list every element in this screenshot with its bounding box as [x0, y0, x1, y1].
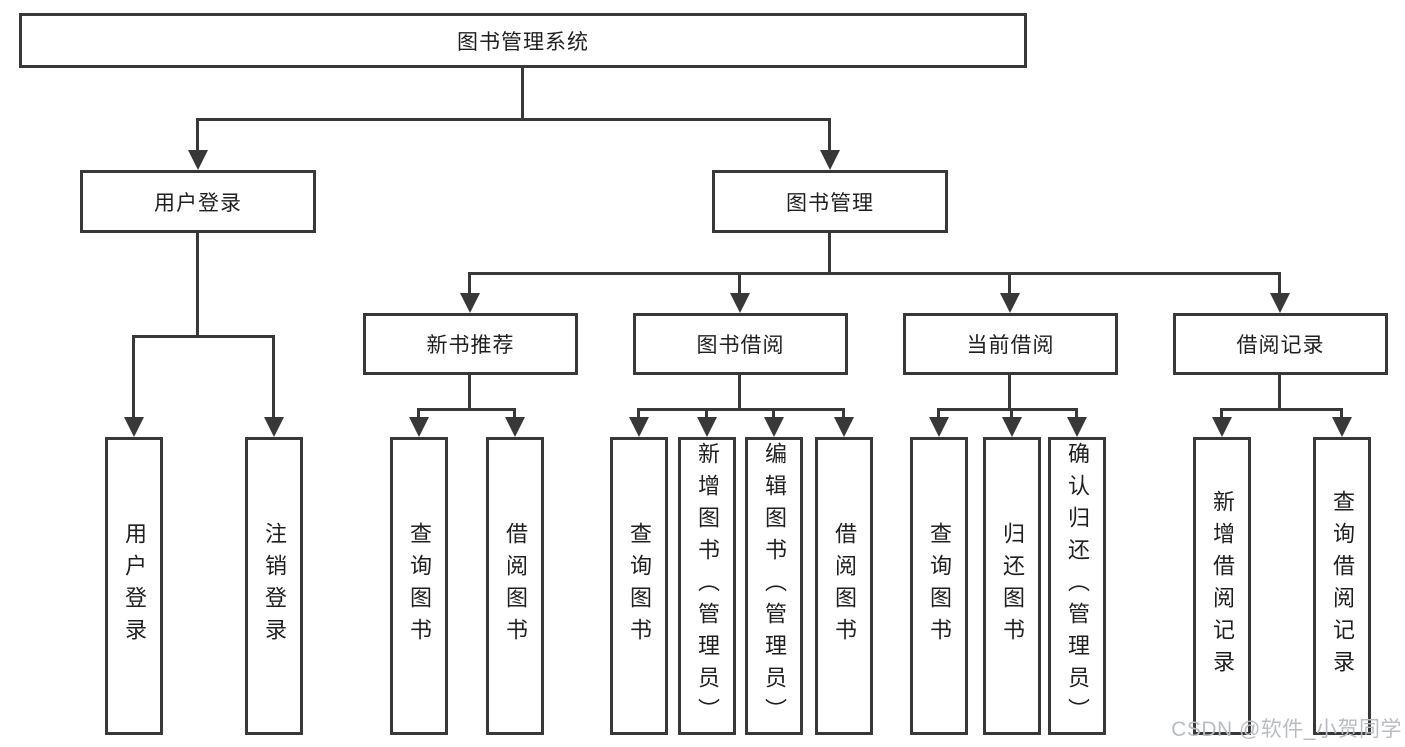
connector-line	[132, 335, 135, 419]
arrowhead-down-icon	[505, 417, 525, 437]
connector-line	[842, 408, 845, 419]
arrowhead-down-icon	[1067, 417, 1087, 437]
arrowhead-down-icon	[730, 293, 750, 313]
connector-line	[1010, 408, 1013, 419]
arrowhead-down-icon	[697, 417, 717, 437]
node-new-book-recommend: 新书推荐	[363, 313, 578, 375]
node-label: 编辑图书（管理员）	[762, 442, 787, 730]
node-label: 图书借阅	[696, 334, 785, 357]
node-current-borrow: 当前借阅	[903, 313, 1118, 375]
node-label: 新书推荐	[426, 334, 515, 357]
connector-line	[513, 408, 516, 419]
connector-line	[272, 335, 275, 419]
leaf-edit-books-admin: 编辑图书（管理员）	[745, 437, 803, 735]
connector-line	[828, 118, 831, 152]
node-label: 归还图书	[1000, 522, 1025, 650]
connector-line	[937, 408, 940, 419]
node-label: 注销登录	[262, 522, 287, 650]
leaf-query-books-borrow: 查询图书	[610, 437, 668, 735]
connector-line	[1008, 272, 1011, 295]
arrowhead-down-icon	[1002, 417, 1022, 437]
leaf-logout-login: 注销登录	[245, 437, 303, 735]
leaf-user-login: 用户登录	[105, 437, 163, 735]
arrowhead-down-icon	[1212, 417, 1232, 437]
arrowhead-down-icon	[188, 150, 208, 170]
connector-line	[468, 272, 471, 295]
leaf-query-books-current: 查询图书	[910, 437, 968, 735]
arrowhead-down-icon	[1000, 293, 1020, 313]
node-label: 查询图书	[627, 522, 652, 650]
connector-line	[196, 233, 199, 337]
node-label: 新增图书（管理员）	[695, 442, 720, 730]
node-label: 确认归还（管理员）	[1065, 442, 1090, 730]
node-label: 查询借阅记录	[1330, 490, 1355, 682]
connector-line	[772, 408, 775, 419]
node-label: 查询图书	[407, 522, 432, 650]
connector-line	[738, 272, 741, 295]
leaf-return-books: 归还图书	[983, 437, 1041, 735]
arrowhead-down-icon	[1270, 293, 1290, 313]
node-borrow-records: 借阅记录	[1173, 313, 1388, 375]
leaf-add-borrow-record: 新增借阅记录	[1193, 437, 1251, 735]
connector-line	[468, 375, 471, 411]
node-label: 当前借阅	[966, 334, 1055, 357]
connector-line	[132, 335, 275, 338]
node-label: 图书管理	[786, 191, 874, 215]
connector-line	[468, 272, 1281, 275]
arrowhead-down-icon	[124, 417, 144, 437]
node-label: 图书管理系统	[457, 30, 589, 54]
arrowhead-down-icon	[1332, 417, 1352, 437]
leaf-add-books-admin: 新增图书（管理员）	[678, 437, 736, 735]
connector-line	[637, 408, 640, 419]
arrowhead-down-icon	[629, 417, 649, 437]
arrowhead-down-icon	[929, 417, 949, 437]
arrowhead-down-icon	[820, 150, 840, 170]
connector-line	[1075, 408, 1078, 419]
node-library-management-system: 图书管理系统	[19, 13, 1027, 68]
connector-line	[1278, 272, 1281, 295]
arrowhead-down-icon	[834, 417, 854, 437]
connector-line	[637, 408, 845, 411]
connector-line	[1278, 375, 1281, 411]
connector-line	[828, 233, 831, 274]
leaf-borrow-books-borrow: 借阅图书	[815, 437, 873, 735]
connector-line	[521, 68, 524, 120]
node-user-login: 用户登录	[80, 170, 316, 233]
node-book-borrow: 图书借阅	[633, 313, 848, 375]
connector-line	[1008, 375, 1011, 411]
arrowhead-down-icon	[460, 293, 480, 313]
csdn-watermark: CSDN @软件_小贺同学	[1171, 718, 1402, 741]
node-label: 查询图书	[927, 522, 952, 650]
connector-line	[196, 118, 831, 121]
arrowhead-down-icon	[264, 417, 284, 437]
leaf-query-books-recommend: 查询图书	[390, 437, 448, 735]
connector-line	[738, 375, 741, 411]
connector-line	[1340, 408, 1343, 419]
connector-line	[937, 408, 1078, 411]
leaf-confirm-return-admin: 确认归还（管理员）	[1048, 437, 1106, 735]
connector-line	[705, 408, 708, 419]
leaf-query-borrow-record: 查询借阅记录	[1313, 437, 1371, 735]
connector-line	[1220, 408, 1223, 419]
node-book-management: 图书管理	[712, 170, 948, 233]
node-label: 借阅图书	[503, 522, 528, 650]
leaf-borrow-books-recommend: 借阅图书	[486, 437, 544, 735]
node-label: 新增借阅记录	[1210, 490, 1235, 682]
arrowhead-down-icon	[409, 417, 429, 437]
connector-line	[417, 408, 420, 419]
node-label: 借阅图书	[832, 522, 857, 650]
connector-line	[196, 118, 199, 152]
connector-line	[417, 408, 516, 411]
connector-line	[1220, 408, 1343, 411]
node-label: 用户登录	[122, 522, 147, 650]
arrowhead-down-icon	[764, 417, 784, 437]
node-label: 用户登录	[154, 191, 242, 215]
node-label: 借阅记录	[1236, 334, 1325, 357]
